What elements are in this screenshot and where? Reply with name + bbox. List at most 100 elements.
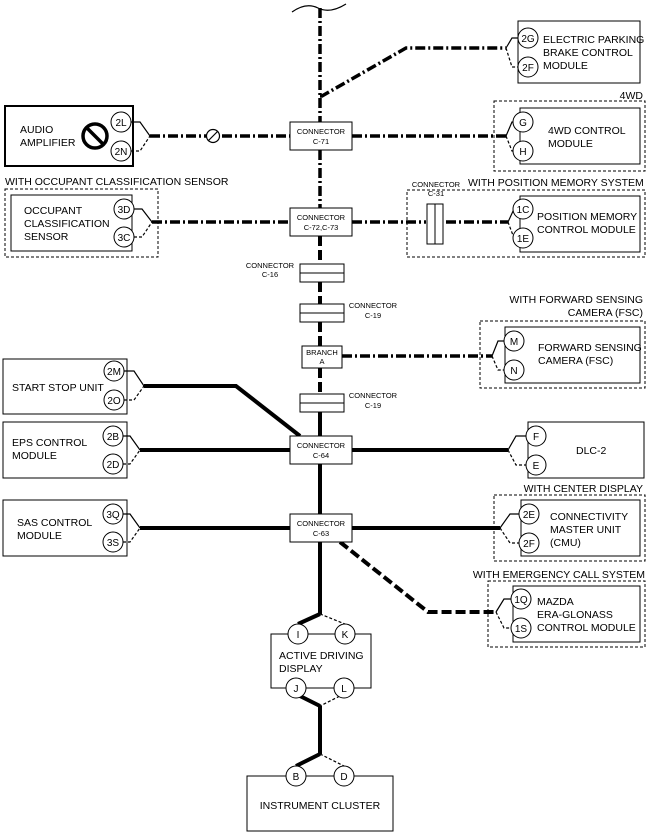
svg-text:CONNECTOR: CONNECTOR: [349, 301, 398, 310]
prohibited-circle-icon: [81, 122, 109, 150]
svg-text:3D: 3D: [118, 205, 131, 216]
svg-text:C-63: C-63: [313, 529, 329, 538]
svg-text:CONNECTOR: CONNECTOR: [349, 391, 398, 400]
connector-c72-c73: CONNECTOR C-72,C-73: [289, 207, 353, 237]
svg-text:B: B: [293, 772, 300, 783]
svg-text:SAS CONTROL: SAS CONTROL: [17, 517, 92, 529]
svg-text:POSITION MEMORY: POSITION MEMORY: [537, 211, 637, 223]
wires: [140, 46, 508, 768]
svg-text:CAMERA (FSC): CAMERA (FSC): [538, 355, 613, 367]
svg-text:ELECTRIC PARKING: ELECTRIC PARKING: [543, 34, 644, 46]
wire-era: [338, 540, 496, 614]
svg-text:OCCUPANT: OCCUPANT: [24, 205, 83, 217]
svg-text:J: J: [294, 684, 299, 695]
module-position-memory: WITH POSITION MEMORY SYSTEM 1C 1E POSITI…: [406, 177, 646, 258]
module-active-driving-display: I K J L ACTIVE DRIVING DISPLAY: [270, 623, 372, 699]
svg-text:4WD: 4WD: [620, 90, 644, 102]
svg-text:START STOP UNIT: START STOP UNIT: [12, 382, 104, 394]
svg-text:2F: 2F: [522, 63, 534, 74]
svg-text:AUDIO: AUDIO: [20, 124, 53, 136]
svg-text:CONNECTOR: CONNECTOR: [297, 441, 346, 450]
svg-text:2N: 2N: [115, 147, 128, 158]
svg-text:4WD CONTROL: 4WD CONTROL: [548, 125, 626, 137]
svg-text:DISPLAY: DISPLAY: [279, 663, 323, 675]
svg-text:1Q: 1Q: [514, 595, 528, 606]
module-dlc2: F E DLC-2: [507, 421, 645, 479]
module-forward-sensing-camera: WITH FORWARD SENSING CAMERA (FSC) M N FO…: [479, 294, 646, 389]
svg-text:C-19: C-19: [365, 311, 381, 320]
connector-c19-lower: CONNECTOR C-19: [299, 391, 398, 413]
svg-text:MAZDA: MAZDA: [537, 596, 574, 608]
wire-add-k: [319, 613, 346, 625]
svg-text:3C: 3C: [118, 233, 131, 244]
module-era-glonass: WITH EMERGENCY CALL SYSTEM 1Q 1S MAZDA E…: [473, 569, 646, 648]
wire-epb: [320, 46, 506, 98]
svg-text:E: E: [533, 461, 540, 472]
module-start-stop-unit: 2M 2O START STOP UNIT: [2, 358, 145, 415]
svg-text:CONNECTIVITY: CONNECTIVITY: [550, 511, 628, 523]
svg-text:F: F: [533, 432, 539, 443]
svg-text:CLASSIFICATION: CLASSIFICATION: [24, 218, 110, 230]
connector-c31: CONNECTOR C-31: [412, 180, 461, 245]
svg-text:C-64: C-64: [313, 451, 329, 460]
connector-c63: CONNECTOR C-63: [289, 513, 353, 543]
svg-text:N: N: [510, 366, 517, 377]
wire-break-icon: [205, 128, 221, 144]
svg-text:1E: 1E: [517, 234, 530, 245]
wire-add-i: [297, 612, 321, 626]
svg-text:FORWARD SENSING: FORWARD SENSING: [538, 342, 642, 354]
svg-text:BRAKE CONTROL: BRAKE CONTROL: [543, 47, 633, 59]
connector-c19-upper: CONNECTOR C-19: [299, 301, 398, 323]
svg-text:MODULE: MODULE: [12, 450, 57, 462]
svg-text:WITH OCCUPANT CLASSIFICATION S: WITH OCCUPANT CLASSIFICATION SENSOR: [5, 176, 229, 188]
svg-text:2D: 2D: [107, 460, 120, 471]
svg-text:1S: 1S: [515, 624, 528, 635]
svg-text:C-31: C-31: [428, 189, 444, 198]
svg-text:H: H: [519, 147, 526, 158]
module-sas-control: 3Q 3S SAS CONTROL MODULE: [2, 499, 141, 557]
svg-text:ACTIVE DRIVING: ACTIVE DRIVING: [279, 650, 364, 662]
svg-text:2B: 2B: [107, 432, 120, 443]
svg-text:C-71: C-71: [313, 137, 329, 146]
svg-text:CONNECTOR: CONNECTOR: [297, 213, 346, 222]
svg-text:CAMERA (FSC): CAMERA (FSC): [568, 307, 643, 319]
svg-text:CONNECTOR: CONNECTOR: [246, 261, 295, 270]
svg-text:CONNECTOR: CONNECTOR: [297, 519, 346, 528]
svg-text:MODULE: MODULE: [543, 60, 588, 72]
svg-text:1C: 1C: [517, 205, 530, 216]
svg-text:2O: 2O: [107, 396, 121, 407]
svg-text:C-72,C-73: C-72,C-73: [304, 223, 339, 232]
svg-text:MASTER UNIT: MASTER UNIT: [550, 524, 622, 536]
svg-text:2F: 2F: [523, 539, 535, 550]
wire-ssu: [144, 384, 302, 438]
svg-text:WITH POSITION MEMORY SYSTEM: WITH POSITION MEMORY SYSTEM: [468, 177, 644, 189]
module-electric-parking-brake: 2G 2F ELECTRIC PARKING BRAKE CONTROL MOD…: [505, 20, 644, 84]
main-trunk: [291, 3, 347, 754]
svg-text:CONNECTOR: CONNECTOR: [297, 127, 346, 136]
module-instrument-cluster: B D INSTRUMENT CLUSTER: [246, 765, 394, 832]
module-audio-amplifier: 2L 2N AUDIO AMPLIFIER: [4, 105, 151, 167]
svg-text:L: L: [341, 684, 347, 695]
svg-text:ERA-GLONASS: ERA-GLONASS: [537, 609, 613, 621]
svg-text:3S: 3S: [107, 538, 120, 549]
svg-text:(CMU): (CMU): [550, 537, 581, 549]
svg-text:CONTROL MODULE: CONTROL MODULE: [537, 622, 636, 634]
svg-text:MODULE: MODULE: [17, 530, 62, 542]
branch-a: BRANCH A: [301, 345, 343, 369]
connector-c71: CONNECTOR C-71: [289, 121, 353, 151]
svg-text:2G: 2G: [521, 34, 535, 45]
connector-c16: CONNECTOR C-16: [246, 261, 345, 283]
svg-text:BRANCH: BRANCH: [306, 348, 338, 357]
svg-text:WITH FORWARD SENSING: WITH FORWARD SENSING: [509, 294, 643, 306]
svg-text:MODULE: MODULE: [548, 138, 593, 150]
svg-text:M: M: [510, 337, 518, 348]
module-eps-control: 2B 2D EPS CONTROL MODULE: [2, 421, 141, 479]
svg-text:AMPLIFIER: AMPLIFIER: [20, 137, 76, 149]
wire-ic-b: [295, 752, 321, 768]
wire-add-l: [319, 693, 345, 707]
connector-c64: CONNECTOR C-64: [289, 435, 353, 465]
module-4wd-control: 4WD G H 4WD CONTROL MODULE: [493, 90, 646, 172]
module-occupant-classification-sensor: WITH OCCUPANT CLASSIFICATION SENSOR 3D 3…: [4, 176, 229, 258]
svg-text:SENSOR: SENSOR: [24, 231, 69, 243]
